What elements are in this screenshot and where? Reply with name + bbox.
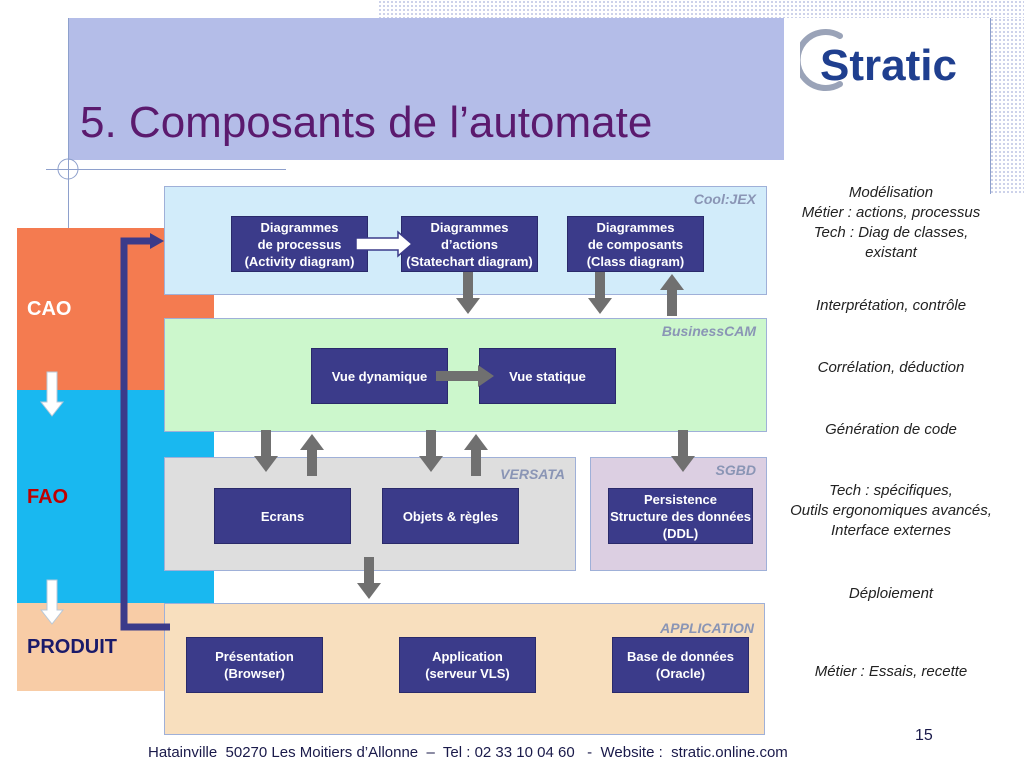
description-generation-code: Génération de code [825, 421, 957, 438]
description-metier-essais: Métier : Essais, recette [814, 663, 968, 680]
description-correlation: Corrélation, déduction [817, 359, 965, 376]
description-tech-specifiques: Tech : spécifiques, Outils ergonomiques … [790, 482, 992, 539]
arrow-dynamique-to-statique [436, 365, 494, 387]
logo-text: Stratic [820, 41, 957, 90]
arrow-up-ecrans-to-businesscam [300, 434, 324, 476]
box-vue-statique: Vue statique [479, 348, 616, 404]
dotted-side-pattern [990, 18, 1024, 194]
band-label-cao: CAO [27, 298, 72, 320]
guide-line-horizontal [46, 169, 286, 170]
box-objets-regles: Objets & règles [382, 488, 519, 544]
guide-line-vertical [68, 18, 69, 228]
page-number: 15 [915, 727, 933, 744]
panel-label-sgbd: SGBD [715, 462, 756, 478]
box-diagrammes-processus: Diagrammes de processus (Activity diagra… [231, 216, 368, 272]
panel-label-businesscam: BusinessCAM [661, 323, 756, 339]
panel-businesscam: BusinessCAM [164, 318, 767, 432]
arrow-down-versata-to-application [357, 557, 381, 599]
arrow-cao-to-fao [39, 371, 65, 417]
band-label-produit: PRODUIT [27, 636, 117, 658]
box-vue-dynamique: Vue dynamique [311, 348, 448, 404]
title-band [68, 18, 784, 160]
arrow-fao-to-produit [39, 579, 65, 625]
page-title: 5. Composants de l’automate [80, 98, 653, 147]
arrow-down-actions-to-businesscam [456, 272, 480, 314]
arrow-down-businesscam-to-objets [419, 430, 443, 472]
panel-label-application: APPLICATION [660, 620, 754, 636]
footer-address: Hatainville 50270 Les Moitiers d’Allonne… [148, 744, 788, 761]
dotted-header-pattern [378, 0, 1024, 18]
panel-label-versata: VERSATA [500, 466, 565, 482]
box-base-donnees: Base de données (Oracle) [612, 637, 749, 693]
box-diagrammes-actions: Diagrammes d’actions (Statechart diagram… [401, 216, 538, 272]
panel-label-cooljex: Cool:JEX [693, 191, 756, 207]
description-deploiement: Déploiement [848, 585, 934, 602]
band-label-fao: FAO [27, 486, 69, 508]
feedback-loop-arrow [120, 233, 170, 631]
arrow-up-businesscam-to-composants [660, 274, 684, 316]
arrow-down-businesscam-to-sgbd [671, 430, 695, 472]
box-presentation: Présentation (Browser) [186, 637, 323, 693]
arrow-up-objets-to-businesscam [464, 434, 488, 476]
box-persistence: Persistence Structure des données (DDL) [608, 488, 753, 544]
description-interpretation: Interprétation, contrôle [815, 297, 967, 314]
box-application: Application (serveur VLS) [399, 637, 536, 693]
arrow-processus-to-actions [355, 230, 414, 258]
box-ecrans: Ecrans [214, 488, 351, 544]
arrow-down-composants-to-businesscam [588, 272, 612, 314]
description-modelisation: Modélisation Métier : actions, processus… [801, 184, 981, 261]
guide-line-right [990, 18, 991, 194]
box-diagrammes-composants: Diagrammes de composants (Class diagram) [567, 216, 704, 272]
arrow-down-businesscam-to-ecrans [254, 430, 278, 472]
